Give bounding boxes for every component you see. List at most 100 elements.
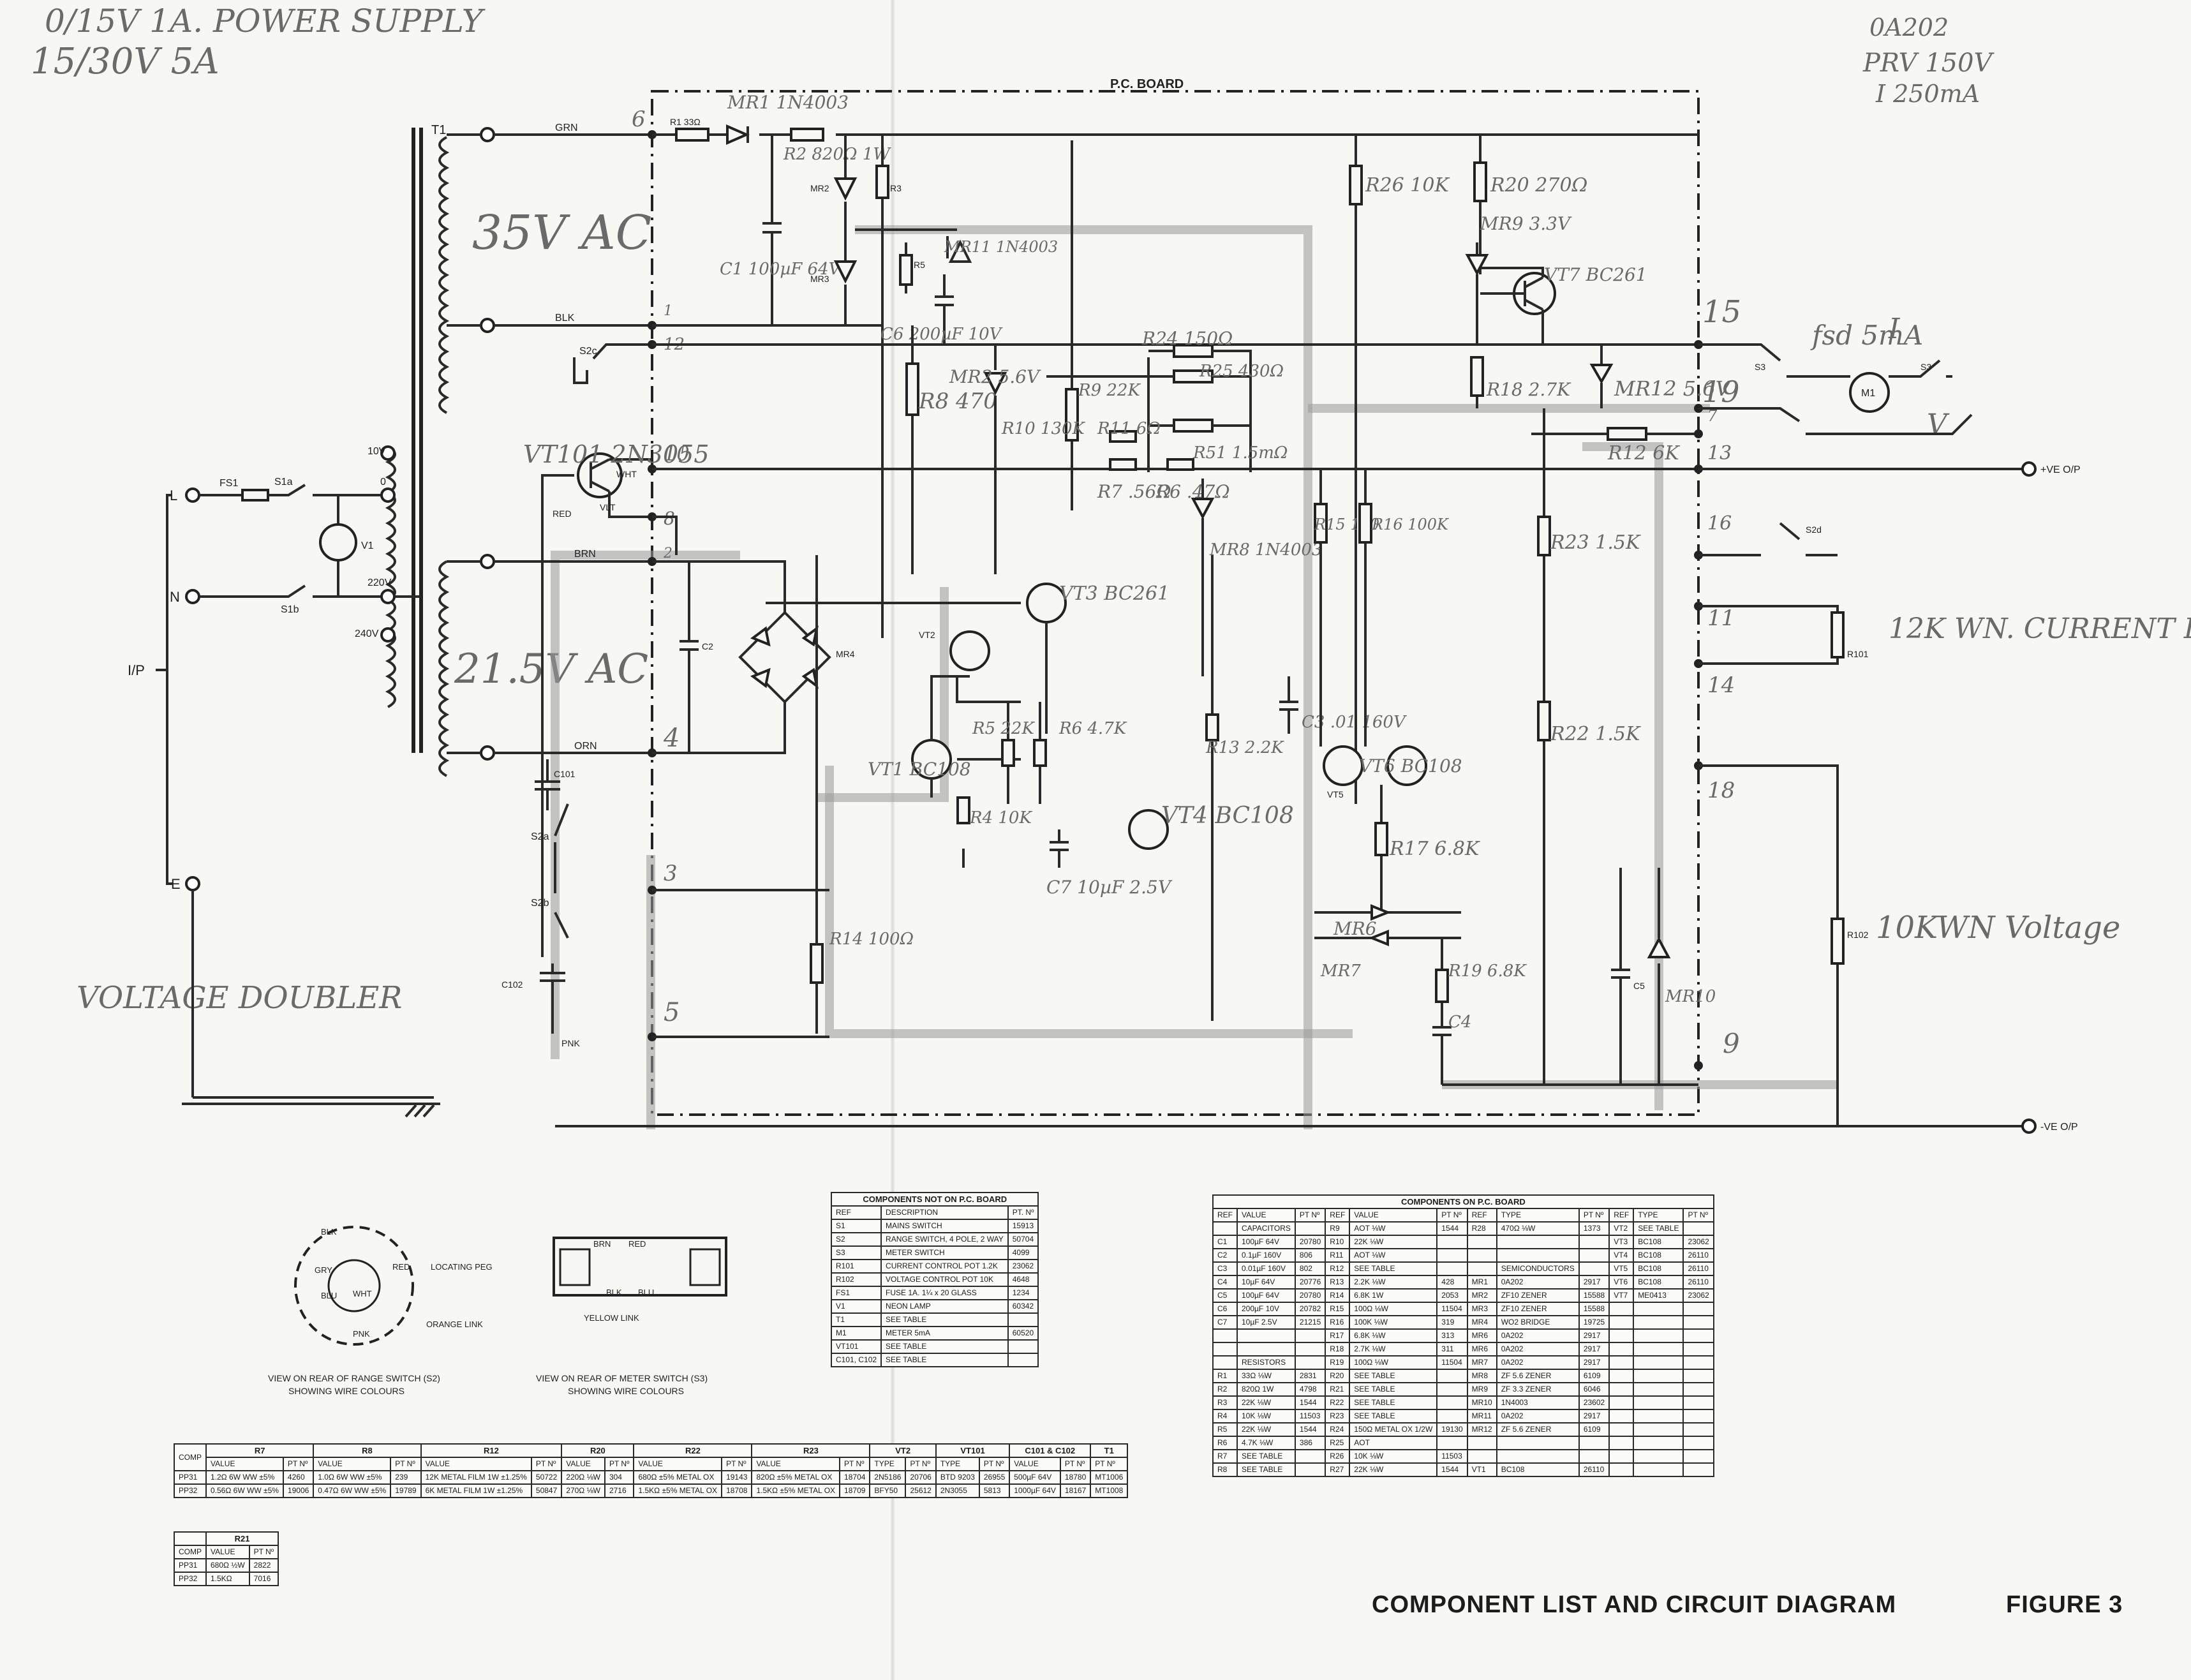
rs-blk: BLK: [321, 1227, 337, 1237]
s3-right-label: S3: [1920, 362, 1931, 372]
mr4-label: MR4: [836, 649, 855, 659]
table-cell: CURRENT CONTROL POT 1.2K: [880, 1259, 1009, 1274]
table-header-cell: PT Nº: [1436, 1208, 1468, 1223]
ms-caption-1: VIEW ON REAR OF METER SWITCH (S3): [536, 1373, 708, 1383]
table-cell: [1436, 1261, 1468, 1276]
table-cell: R23: [1325, 1409, 1351, 1424]
range-switch-s2: S2c S2a S2b C101 C102 PNK: [501, 343, 652, 1048]
table-cell: R26: [1325, 1449, 1351, 1464]
table-cell: [1466, 1235, 1497, 1249]
table-cell: [1294, 1355, 1326, 1370]
term-2: 2: [663, 546, 672, 561]
note-i: I: [1888, 313, 1901, 345]
term-3: 3: [664, 861, 678, 886]
table-cell: [1294, 1342, 1326, 1357]
table-cell: M1: [830, 1326, 882, 1341]
table-cell: [1007, 1353, 1039, 1367]
table-cell: [1212, 1328, 1238, 1343]
table-cell: MR10: [1466, 1395, 1497, 1410]
input-e: E: [171, 876, 181, 892]
variant-group: R7: [205, 1443, 315, 1458]
variant-group: VT2: [869, 1443, 937, 1458]
table-cell: 10K ⅛W: [1237, 1409, 1296, 1424]
table-cell: BFY50: [869, 1483, 907, 1498]
mr11-label: MR11 1N4003: [944, 238, 1058, 256]
table-cell: 4798: [1294, 1382, 1326, 1397]
s3-left-label: S3: [1755, 362, 1765, 372]
table-cell: VOLTAGE CONTROL POT 10K: [880, 1272, 1009, 1287]
table-cell: [1436, 1395, 1468, 1410]
table-cell: MR9: [1466, 1382, 1497, 1397]
table-cell: [1578, 1436, 1610, 1450]
mr10-label: MR10: [1665, 987, 1716, 1006]
table-cell: MR3: [1466, 1302, 1497, 1316]
table-header-cell: TYPE: [869, 1457, 907, 1471]
r16-label: R16 100K: [1371, 516, 1450, 533]
r7-label: R7 .56Ω: [1097, 481, 1171, 502]
table-cell: [1682, 1449, 1714, 1464]
table-cell: ZF10 ZENER: [1496, 1302, 1580, 1316]
table-cell: R15: [1325, 1302, 1351, 1316]
mr2-label: MR2: [810, 183, 829, 193]
table-cell: [1496, 1235, 1580, 1249]
table-cell: 18708: [721, 1483, 753, 1498]
table-cell: C5: [1212, 1288, 1238, 1303]
table-cell: [1436, 1235, 1468, 1249]
control-chain: R8 470 MR2 5.6V R9 22K R10 130K R24 150Ω…: [905, 140, 1322, 676]
table-cell: C6: [1212, 1302, 1238, 1316]
table-cell: R18: [1325, 1342, 1351, 1357]
table-cell: 1.5KΩ: [205, 1572, 250, 1586]
table-cell: 1.5KΩ ±5% METAL OX: [751, 1483, 841, 1498]
table-cell: MR12: [1466, 1422, 1497, 1437]
t1-label: T1: [431, 123, 446, 137]
r6b-label: R6 4.7K: [1058, 719, 1127, 738]
table-cell: 319: [1436, 1315, 1468, 1330]
table-header-cell: TYPE: [935, 1457, 980, 1471]
table-cell: 1.5KΩ ±5% METAL OX: [633, 1483, 723, 1498]
table-cell: 0A202: [1496, 1355, 1580, 1370]
table-cell: 1544: [1294, 1422, 1326, 1437]
table-cell: 11504: [1436, 1355, 1468, 1370]
table-cell: R101: [830, 1259, 882, 1274]
table-cell: R13: [1325, 1275, 1351, 1290]
table-cell: C7: [1212, 1315, 1238, 1330]
table-cell: MR1: [1466, 1275, 1497, 1290]
table-cell: SEE TABLE: [880, 1339, 1009, 1354]
table-cell: 6K METAL FILM 1W ±1.25%: [420, 1483, 532, 1498]
r8-label: R8 470: [918, 389, 997, 414]
table-cell: 18780: [1059, 1470, 1092, 1485]
table-cell: 20706: [905, 1470, 937, 1485]
table-cell: 2917: [1578, 1328, 1610, 1343]
table-cell: SEE TABLE: [1633, 1221, 1684, 1236]
table-cell: [1608, 1449, 1635, 1464]
table-cell: VT4: [1608, 1248, 1635, 1263]
term-5: 5: [664, 998, 680, 1027]
table-cell: 25612: [905, 1483, 937, 1498]
table-cell: VT101: [830, 1339, 882, 1354]
table-cell: 4.7K ⅛W: [1237, 1436, 1296, 1450]
term-9: 9: [1723, 1028, 1740, 1059]
table-cell: SEE TABLE: [1349, 1382, 1438, 1397]
r14-label: R14 100Ω: [829, 930, 914, 949]
table-cell: [1496, 1436, 1580, 1450]
table-cell: [1633, 1355, 1684, 1370]
r26-label: R26 10K: [1365, 174, 1450, 197]
table-off-title: COMPONENTS NOT ON P.C. BOARD: [830, 1192, 1039, 1207]
r10-label: R10 130K: [1001, 419, 1086, 438]
table-cell: [1578, 1261, 1610, 1276]
c7-label: C7 10µF 2.5V: [1046, 877, 1173, 898]
table-cell: [1633, 1382, 1684, 1397]
table-cell: [1294, 1328, 1326, 1343]
tap-240v: 240V: [355, 628, 379, 639]
reference-section: MR11 1N4003 C6 200µF 10V R5: [652, 228, 1698, 555]
table-cell: 200µF 10V: [1237, 1302, 1296, 1316]
table-cell: [1608, 1409, 1635, 1424]
